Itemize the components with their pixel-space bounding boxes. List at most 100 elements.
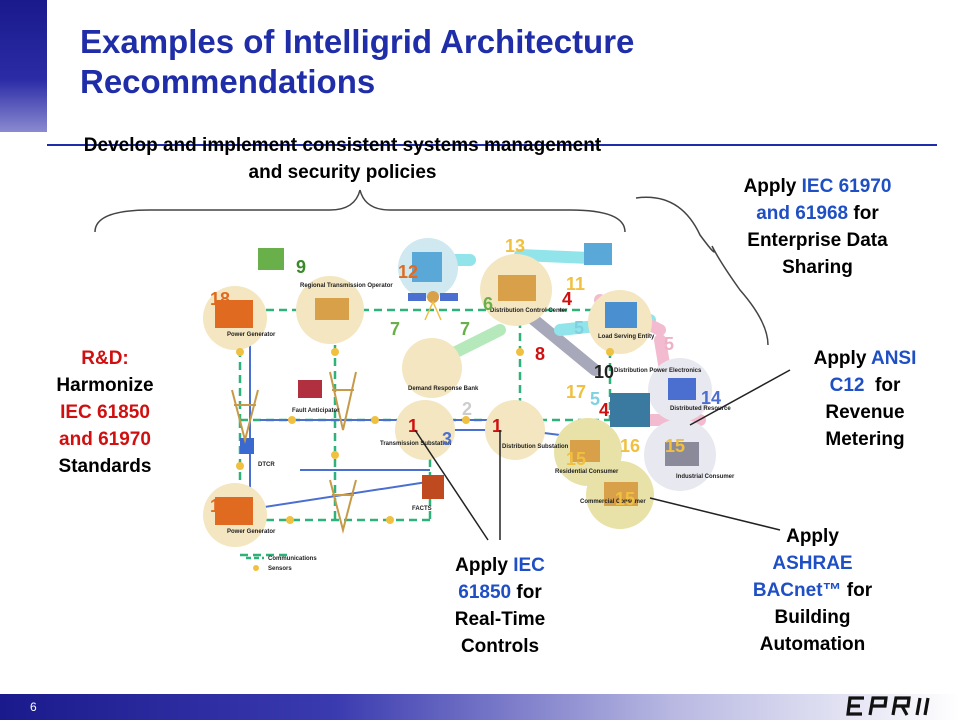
label-dtcr: DTCR [258, 462, 275, 468]
num-1-left: 1 [408, 416, 418, 436]
num-18-bottom: 18 [210, 496, 230, 516]
num-18-top: 18 [210, 289, 230, 309]
enterprise-brace [635, 196, 769, 346]
header-accent-bar [0, 0, 47, 132]
dcc-building [498, 275, 536, 301]
distributed-resource-building [668, 378, 696, 400]
dtcr-box [240, 438, 254, 454]
label-demand: Demand Response Bank [408, 386, 479, 392]
label-industrial: Industrial Consumer [676, 474, 735, 480]
label-facts: FACTS [412, 506, 432, 512]
iec-rest2: Controls [460, 636, 540, 657]
enterprise-rest2: Sharing [782, 257, 853, 278]
num-15-res: 15 [566, 449, 586, 469]
bacnet-callout: Apply ASHRAE BACnet™ for Building Automa… [720, 523, 905, 658]
label-distributed: Distributed Resource [670, 406, 731, 412]
title-divider [47, 144, 937, 146]
label-residential: Residential Consumer [555, 469, 619, 475]
bacnet-rest1: Building [774, 607, 851, 628]
bacnet-prefix: Apply [786, 526, 839, 547]
ansi-std1: ANSI [870, 348, 917, 369]
iec-rest1: Real-Time [454, 609, 546, 630]
sensors [236, 348, 614, 524]
footer-bar [0, 694, 960, 720]
generator-building-top [215, 300, 253, 328]
num-2: 2 [462, 399, 472, 419]
legend-sensor-swatch [253, 565, 259, 571]
ansi-rest2: Metering [825, 429, 905, 450]
rnd-line2: Standards [58, 456, 152, 477]
house [570, 440, 600, 462]
num-7-left: 7 [390, 319, 400, 339]
bacnet-rest2: Automation [759, 634, 866, 655]
power-electronics-box [610, 393, 650, 427]
label-regional: Regional Transmission Operator [300, 283, 393, 289]
enterprise-for: for [848, 203, 879, 224]
epri-logo [846, 696, 930, 716]
num-12: 12 [398, 262, 418, 282]
facts-box [422, 475, 444, 499]
enterprise-rest1: Enterprise Data [747, 230, 888, 251]
label-distribution-cc: Distribution Control Center [490, 308, 568, 314]
num-9: 9 [296, 257, 306, 277]
callout-pointers [414, 369, 791, 541]
label-commercial: Commercial Consumer [580, 499, 646, 505]
label-power-generator-top: Power Generator [227, 332, 276, 338]
iec-std2: 61850 [458, 582, 512, 603]
num-4-top: 4 [562, 289, 572, 309]
ansi-rest1: Revenue [825, 402, 905, 423]
label-legend-comm: Communications [268, 556, 317, 562]
num-5-mid: 5 [590, 389, 600, 409]
policy-brace [94, 189, 626, 233]
label-legend-sensors: Sensors [268, 566, 292, 572]
label-fault: Fault Anticipator [292, 408, 340, 414]
ansi-for: for [864, 375, 901, 396]
num-13: 13 [505, 236, 525, 256]
num-8: 8 [535, 344, 545, 364]
bacnet-std1: ASHRAE [772, 553, 853, 574]
demand-response-bank [402, 338, 462, 398]
num-4-mid: 4 [599, 400, 609, 420]
num-5-top: 5 [574, 318, 584, 338]
num-15-ind: 15 [665, 436, 685, 456]
bacnet-std2: BACnet™ [752, 580, 842, 601]
bacnet-for: for [841, 580, 873, 601]
rto-building [315, 298, 349, 320]
label-load: Load Serving Entity [598, 334, 655, 340]
rnd-std2: and 61970 [59, 429, 151, 450]
label-power-generator-bottom: Power Generator [227, 529, 276, 535]
ansi-callout: Apply ANSI C12 for Revenue Metering [790, 345, 940, 453]
enterprise-std2: and 61968 [756, 203, 849, 224]
rnd-std1: IEC 61850 [60, 402, 150, 423]
enterprise-std1: IEC 61970 [801, 176, 892, 197]
rnd-line1: Harmonize [56, 375, 154, 396]
commercial-building [604, 482, 638, 506]
rnd-callout: R&D: Harmonize IEC 61850 and 61970 Stand… [30, 345, 180, 480]
num-10: 10 [594, 362, 614, 382]
label-dist-sub: Distribution Substation [502, 444, 569, 450]
transmission-towers [231, 371, 357, 534]
num-14: 14 [701, 388, 721, 408]
blue-cabinet [584, 243, 612, 265]
num-11: 11 [566, 274, 585, 294]
num-15-com: 15 [615, 489, 635, 509]
num-1-right: 1 [492, 416, 502, 436]
slide-title: Examples of Intelligrid Architecture Rec… [80, 23, 635, 100]
label-transmission: Transmission Substation [380, 441, 452, 447]
num-16: 16 [620, 436, 640, 456]
load-building [605, 302, 637, 328]
satellite-icon [408, 291, 458, 321]
ansi-prefix: Apply [813, 348, 871, 369]
enterprise-prefix: Apply [743, 176, 802, 197]
num-6: 6 [483, 294, 493, 314]
iec-for: for [511, 582, 542, 603]
fault-anticipator-box [298, 380, 322, 398]
green-cabinet [258, 248, 284, 270]
ansi-std2: C12 [829, 375, 865, 396]
enterprise-callout: Apply IEC 61970 and 61968 for Enterprise… [710, 173, 925, 281]
blue-building-12 [412, 252, 442, 282]
rnd-label: R&D: [81, 348, 129, 369]
num-17: 17 [566, 382, 586, 402]
page-number: 6 [30, 700, 37, 714]
